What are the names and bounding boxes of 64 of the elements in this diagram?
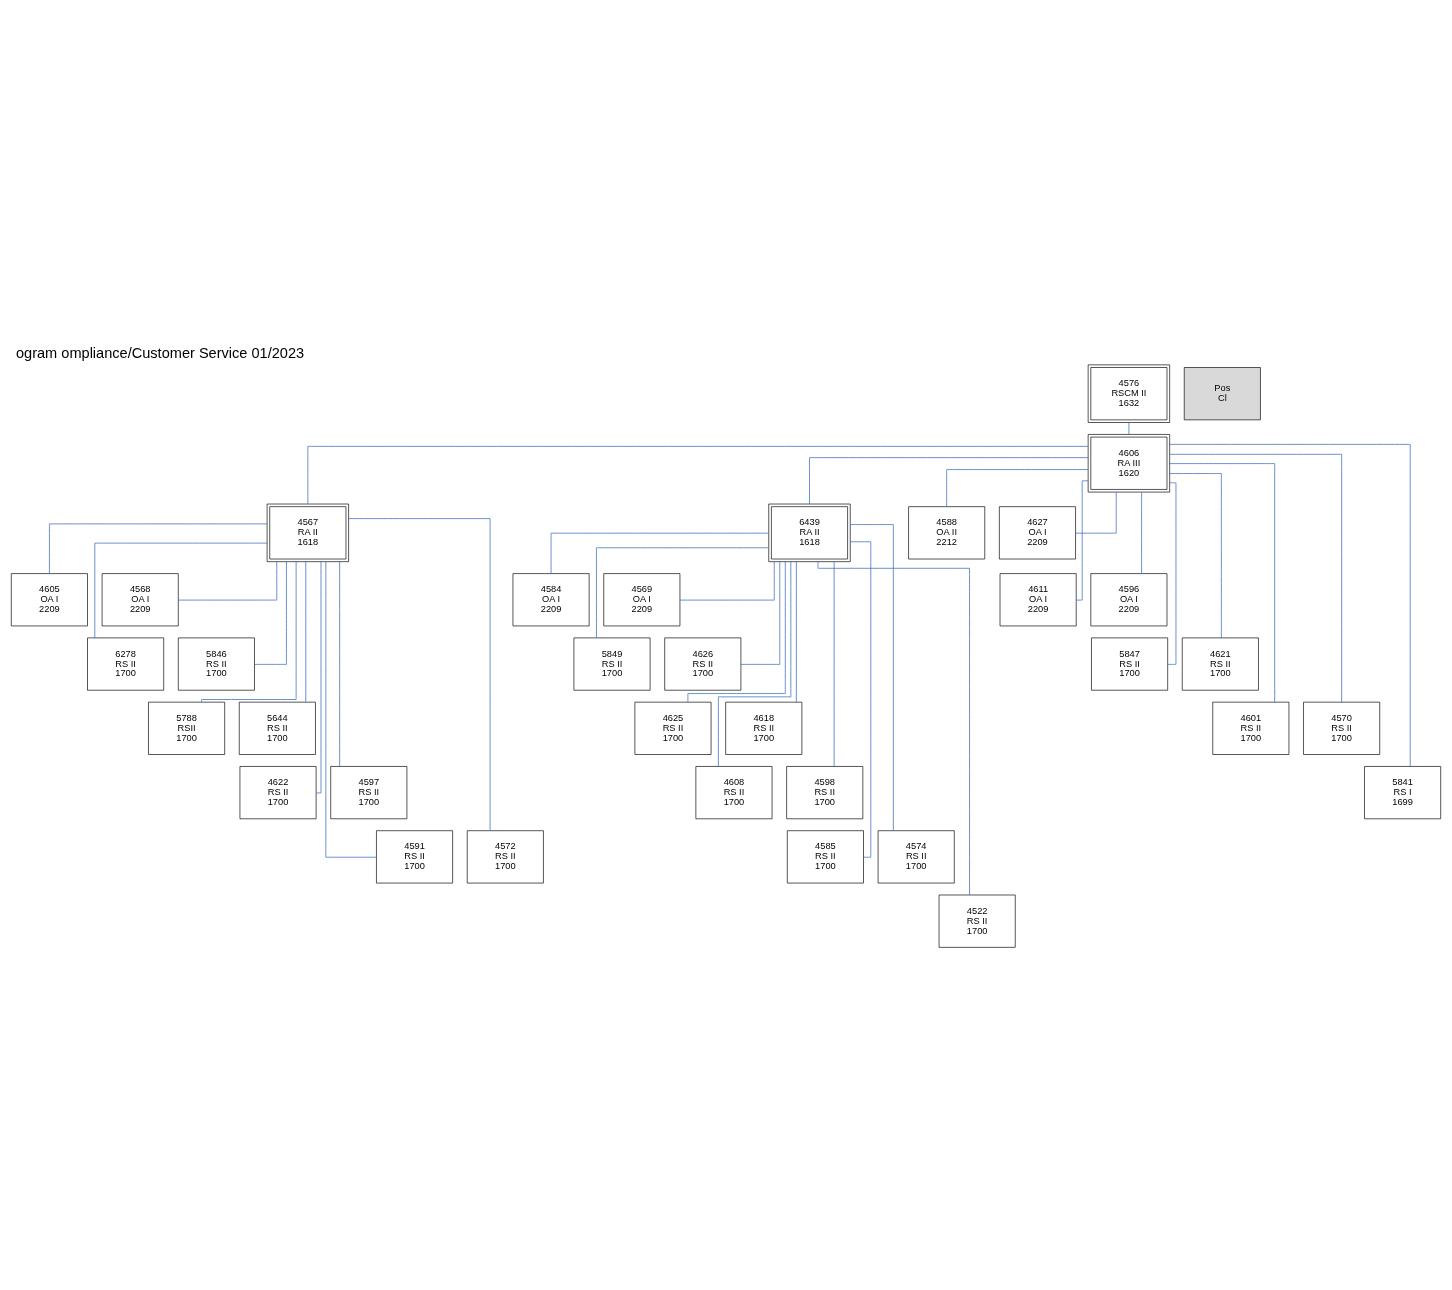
connector [740, 560, 781, 665]
connector [596, 546, 770, 638]
connector [254, 560, 287, 665]
node-box: 4584 OA I 2209 [512, 572, 590, 626]
connector [833, 561, 835, 767]
connector [817, 560, 970, 895]
connector [850, 523, 894, 831]
connector [339, 561, 341, 767]
node-box: 4569 OA I 2209 [603, 572, 681, 626]
node-box: 5846 RS II 1700 [177, 637, 255, 691]
node-box: 4618 RS II 1700 [725, 701, 803, 755]
connector [1167, 481, 1177, 665]
node-box: 6278 RS II 1700 [87, 637, 165, 691]
node-box: 4585 RS II 1700 [786, 829, 864, 883]
node-box: 4621 RS II 1700 [1181, 637, 1259, 691]
connector [850, 540, 872, 858]
node-box: Pos Cl [1183, 366, 1261, 420]
connector [325, 561, 377, 858]
diagram-title: ogram ompliance/Customer Service 01/2023 [15, 344, 305, 361]
node-box: 4622 RS II 1700 [239, 765, 317, 819]
connector [1075, 479, 1089, 600]
node-box: 4572 RS II 1700 [466, 829, 544, 883]
connector [1169, 453, 1343, 702]
node-box: 4570 RS II 1700 [1303, 701, 1381, 755]
node-box: 4608 RS II 1700 [695, 765, 773, 819]
node-box: 5788 RSII 1700 [148, 701, 225, 755]
connector [1169, 472, 1222, 638]
connector [94, 542, 268, 638]
connector [1169, 443, 1411, 767]
connector [809, 456, 1089, 504]
connector [1141, 491, 1142, 574]
node-box: 4597 RS II 1700 [330, 765, 408, 819]
node-box: 5644 RS II 1700 [238, 701, 316, 755]
connector [178, 560, 278, 600]
connector [795, 560, 797, 702]
node-box: 5847 RS II 1700 [1091, 637, 1168, 691]
connector [49, 523, 268, 574]
connector [679, 560, 775, 600]
connector [550, 532, 769, 574]
connector [307, 445, 1089, 504]
connector [946, 468, 1089, 507]
connector [718, 560, 792, 767]
node-box: 5849 RS II 1700 [573, 637, 651, 691]
node-box: 4588 OA II 2212 [908, 505, 986, 559]
node-box: 4601 RS II 1700 [1212, 701, 1290, 755]
connector [1075, 491, 1117, 534]
node-box: 4574 RS II 1700 [877, 829, 955, 883]
node-box: 4568 OA I 2209 [101, 572, 179, 626]
node-box: 4626 RS II 1700 [664, 637, 742, 691]
node-box: 5841 RS I 1699 [1364, 765, 1442, 819]
node-box: 4611 OA I 2209 [999, 572, 1077, 626]
connector [305, 560, 307, 702]
connector [316, 560, 322, 793]
connector [1128, 421, 1130, 435]
node-box: 4627 OA I 2209 [999, 505, 1076, 559]
connector [348, 517, 491, 831]
node-box: 4596 OA I 2209 [1090, 572, 1168, 626]
node-box: 4605 OA I 2209 [10, 572, 88, 626]
node-box: 4598 RS II 1700 [786, 765, 864, 819]
node-box: 4625 RS II 1700 [634, 701, 712, 755]
connector [687, 560, 786, 703]
node-box: 4591 RS II 1700 [376, 829, 453, 883]
node-box: 4522 RS II 1700 [938, 894, 1016, 948]
connector [1169, 462, 1276, 702]
